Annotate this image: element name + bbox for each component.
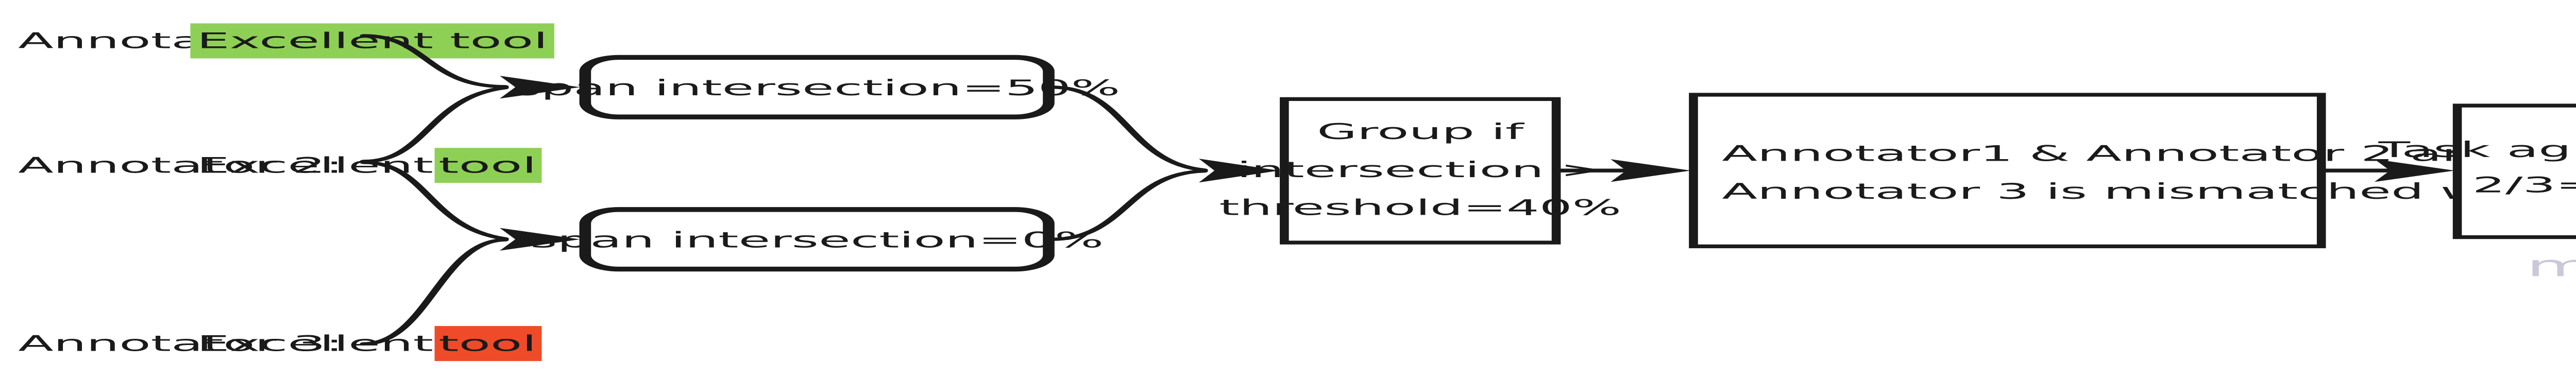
connector-span-top-to-group <box>1047 85 1208 172</box>
node-match-result-line-1: Annotator1 & Annotator 2 are matched <box>1722 141 2576 166</box>
connector-annotator3-to-span-bottom <box>360 238 509 346</box>
annotator-3-text-highlighted: tool <box>438 331 536 356</box>
annotator-row-1: Annotator 1: Excellent tool <box>18 23 554 59</box>
arrow-head-span-top-in <box>500 76 580 99</box>
annotator-1-highlight-green <box>190 23 554 59</box>
annotator-2-text-highlighted: tool <box>438 153 536 178</box>
node-task-agreement-line-1: Task agreement: <box>2378 137 2576 162</box>
node-group-rule-shape[interactable] <box>1280 97 1561 245</box>
connector-span-bottom-to-group <box>1047 169 1208 241</box>
annotator-1-text-highlighted: Excellent tool <box>197 28 548 54</box>
node-group-rule-line-2: intersection > <box>1237 157 1604 182</box>
node-task-agreement-line-2: 2/3=67% <box>2472 173 2576 198</box>
annotator-2-label: Annotator 2: <box>18 153 343 178</box>
annotator-row-2: Annotator 2: Excellent tool <box>18 148 542 183</box>
node-group-rule[interactable]: Group if intersection > threshold=40% <box>1219 97 1621 245</box>
node-match-result[interactable]: Annotator1 & Annotator 2 are matched Ann… <box>1689 93 2576 249</box>
node-span-top-label: span intersection=50% <box>514 75 1120 100</box>
node-group-rule-line-3: threshold=40% <box>1219 195 1621 220</box>
arrow-head-span-bottom-in <box>500 228 580 251</box>
node-task-agreement[interactable]: Task agreement: 2/3=67% <box>2378 104 2576 239</box>
node-match-result-line-2: Annotator 3 is mismatched with others <box>1722 179 2576 204</box>
node-span-intersection-50[interactable]: span intersection=50% <box>514 55 1120 119</box>
arrow-head-group-in <box>1199 159 1279 183</box>
connector-annotator2-to-span-bottom <box>360 161 509 240</box>
node-span-intersection-0[interactable]: span intersection=0% <box>530 207 1104 272</box>
annotator-3-label: Annotator 3: <box>18 331 343 356</box>
annotator-2-text-plain: Excellent <box>197 153 433 178</box>
annotator-2-highlight-green <box>434 148 542 183</box>
node-group-rule-line-1: Group if <box>1317 119 1525 144</box>
miro-watermark: miro <box>2526 249 2576 283</box>
node-span-bottom-label: span intersection=0% <box>530 228 1104 253</box>
arrow-head-match-in <box>1611 159 1691 182</box>
annotator-3-highlight-red <box>434 326 542 361</box>
node-task-agreement-shape[interactable] <box>2452 104 2576 239</box>
connector-annotator2-to-span-top <box>360 86 509 163</box>
node-match-result-shape[interactable] <box>1689 93 2326 249</box>
annotator-row-3: Annotator 3: Excellent tool <box>18 326 542 361</box>
arrow-head-agreement-in <box>2374 159 2455 182</box>
connector-annotator1-to-span-top <box>360 34 509 89</box>
